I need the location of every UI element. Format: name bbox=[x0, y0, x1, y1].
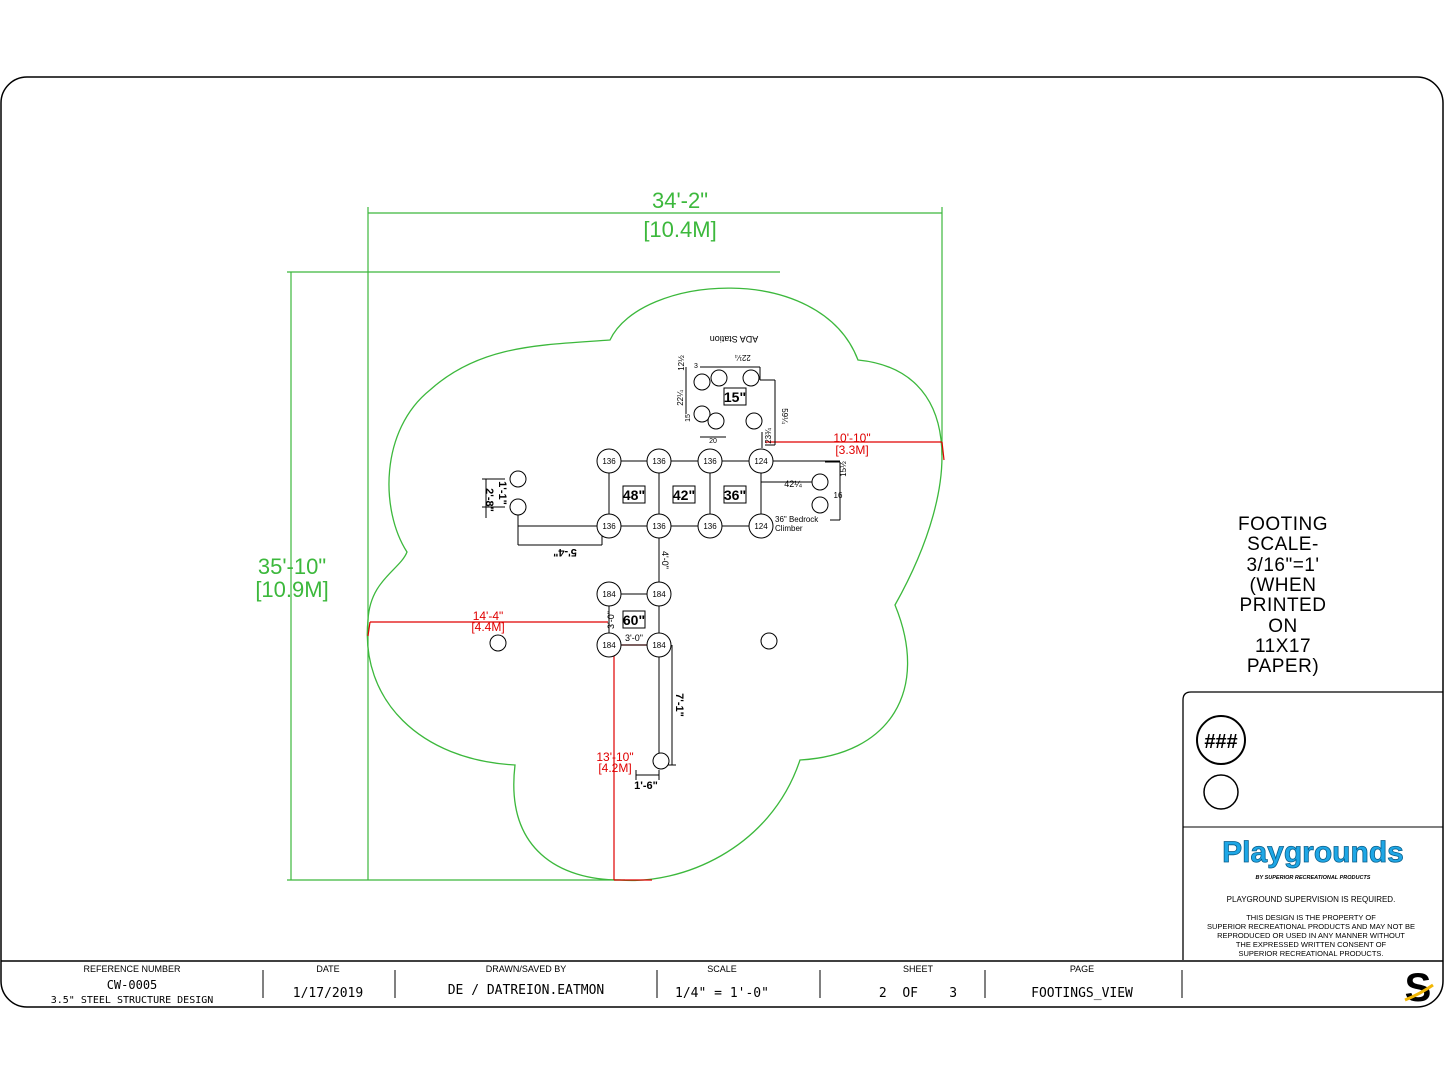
property-note: THIS DESIGN IS THE PROPERTY OF SUPERIOR … bbox=[1207, 913, 1415, 958]
scale-label: SCALE bbox=[707, 964, 737, 974]
drawn-label: DRAWN/SAVED BY bbox=[486, 964, 567, 974]
svg-text:5'-4": 5'-4" bbox=[553, 546, 577, 558]
svg-text:THIS DESIGN IS THE PROPERTY OF: THIS DESIGN IS THE PROPERTY OF bbox=[1246, 913, 1376, 922]
legend-symbol-circle bbox=[1196, 715, 1246, 765]
svg-text:SUPERIOR RECREATIONAL PRODUCTS: SUPERIOR RECREATIONAL PRODUCTS AND MAY N… bbox=[1207, 922, 1415, 931]
green-dimensions bbox=[287, 207, 943, 881]
ref-label: REFERENCE NUMBER bbox=[83, 964, 181, 974]
post-label: 184 bbox=[652, 590, 666, 599]
svg-text:FOOTING: FOOTING bbox=[1238, 514, 1328, 535]
legend-symbol-text: ### bbox=[1204, 731, 1237, 753]
logo-swoosh bbox=[1404, 983, 1434, 1002]
svg-text:4'-0": 4'-0" bbox=[660, 551, 670, 569]
svg-text:22¼: 22¼ bbox=[676, 390, 685, 406]
svg-text:THE EXPRESSED WRITTEN CONSENT: THE EXPRESSED WRITTEN CONSENT OF bbox=[1236, 940, 1387, 949]
svg-text:15: 15 bbox=[685, 414, 692, 422]
supervision-note: PLAYGROUND SUPERVISION IS REQUIRED. bbox=[1227, 895, 1396, 904]
plan-dimension-text: 2'-8" 1'-1" 5'-4" 4'-0" 3'-0" 3'-0" 7'-1… bbox=[483, 353, 848, 792]
post-label: 136 bbox=[652, 457, 666, 466]
svg-text:SUPERIOR RECREATIONAL PRODUCTS: SUPERIOR RECREATIONAL PRODUCTS. bbox=[1238, 949, 1383, 958]
ada-station-label: ADA Station bbox=[710, 334, 759, 344]
sheet-border bbox=[0, 76, 1444, 1008]
deck-height-label: 36" bbox=[724, 487, 746, 503]
svg-text:12½: 12½ bbox=[677, 355, 686, 371]
deck-labels: 48" 42" 36" 15" 60" bbox=[622, 387, 747, 629]
title-block-labels: REFERENCE NUMBER DATE DRAWN/SAVED BY SCA… bbox=[83, 964, 1094, 974]
red-left-ft: 14'-4" bbox=[473, 609, 504, 623]
svg-text:3/16"=1': 3/16"=1' bbox=[1246, 555, 1319, 576]
post-footing-labels: 136 136 136 124 136 136 136 124 184 184 … bbox=[602, 457, 768, 650]
info-panel-border bbox=[1182, 691, 1443, 960]
red-dimensions bbox=[367, 441, 945, 881]
sheet-value: 2 OF 3 bbox=[879, 986, 957, 1001]
svg-text:22¼: 22¼ bbox=[735, 353, 751, 362]
height-dim-ft: 35'-10" bbox=[258, 554, 326, 579]
legend-footing-circle bbox=[1203, 774, 1239, 810]
svg-text:3: 3 bbox=[694, 363, 698, 370]
brand-tagline: BY SUPERIOR RECREATIONAL PRODUCTS bbox=[1256, 875, 1371, 881]
svg-text:PAPER): PAPER) bbox=[1247, 656, 1319, 677]
svg-text:23¾: 23¾ bbox=[764, 428, 773, 444]
post-label: 136 bbox=[652, 522, 666, 531]
scale-value: 1/4" = 1'-0" bbox=[675, 986, 769, 1001]
svg-text:59¼: 59¼ bbox=[780, 408, 789, 424]
post-footings bbox=[596, 448, 774, 658]
ref-value: CW-0005 bbox=[107, 978, 158, 992]
post-label: 136 bbox=[703, 522, 717, 531]
brand-name: Playgrounds bbox=[1222, 836, 1404, 869]
scale-note: FOOTING SCALE- 3/16"=1' (WHEN PRINTED ON… bbox=[1238, 514, 1328, 677]
svg-text:SCALE-: SCALE- bbox=[1247, 534, 1319, 555]
drawn-value: DE / DATREION.EATMON bbox=[448, 983, 605, 998]
date-label: DATE bbox=[316, 964, 339, 974]
post-label: 136 bbox=[602, 522, 616, 531]
red-right-ft: 10'-10" bbox=[833, 431, 870, 445]
date-value: 1/17/2019 bbox=[293, 986, 363, 1001]
svg-text:16: 16 bbox=[834, 491, 843, 500]
sheet-label: SHEET bbox=[903, 964, 934, 974]
svg-text:3'-0": 3'-0" bbox=[606, 611, 616, 629]
svg-text:1'-6": 1'-6" bbox=[634, 780, 658, 792]
svg-text:1'-1": 1'-1" bbox=[496, 481, 508, 505]
post-label: 124 bbox=[754, 522, 768, 531]
red-bottom-m: [4.2M] bbox=[598, 761, 631, 775]
red-bottom-ft: 13'-10" bbox=[596, 750, 633, 764]
height-dim-m: [10.9M] bbox=[255, 577, 328, 602]
post-label: 184 bbox=[602, 590, 616, 599]
svg-text:ON: ON bbox=[1268, 616, 1298, 637]
climber-label-2: Climber bbox=[775, 524, 803, 533]
width-dim-m: [10.4M] bbox=[643, 217, 716, 242]
page-value: FOOTINGS_VIEW bbox=[1031, 986, 1133, 1001]
svg-text:15½: 15½ bbox=[839, 461, 848, 477]
deck-height-label: 42" bbox=[673, 487, 695, 503]
red-right-m: [3.3M] bbox=[835, 443, 868, 457]
svg-text:(WHEN: (WHEN bbox=[1250, 575, 1317, 596]
svg-text:REPRODUCED OR USED IN ANY MANN: REPRODUCED OR USED IN ANY MANNER WITHOUT bbox=[1217, 931, 1405, 940]
page-label: PAGE bbox=[1070, 964, 1094, 974]
title-block-values: CW-0005 3.5" STEEL STRUCTURE DESIGN 1/17… bbox=[51, 978, 1133, 1006]
deck-height-label: 15" bbox=[724, 389, 746, 405]
red-left-m: [4.4M] bbox=[471, 620, 504, 634]
svg-text:11X17: 11X17 bbox=[1255, 636, 1311, 657]
title-block-dividers bbox=[262, 970, 1183, 998]
post-label: 136 bbox=[602, 457, 616, 466]
svg-text:PRINTED: PRINTED bbox=[1240, 595, 1327, 616]
ref-desc: 3.5" STEEL STRUCTURE DESIGN bbox=[51, 995, 214, 1006]
climber-label-1: 36" Bedrock bbox=[775, 515, 819, 524]
structure-frame bbox=[482, 366, 841, 780]
small-footings bbox=[489, 369, 829, 770]
svg-text:2'-8": 2'-8" bbox=[483, 488, 495, 512]
company-logo: S bbox=[1404, 966, 1434, 1010]
svg-text:3'-0": 3'-0" bbox=[625, 633, 643, 643]
deck-height-label: 48" bbox=[623, 487, 645, 503]
deck-height-label: 60" bbox=[623, 612, 645, 628]
post-label: 184 bbox=[652, 641, 666, 650]
svg-text:7'-1": 7'-1" bbox=[673, 693, 685, 717]
svg-text:20: 20 bbox=[709, 438, 717, 445]
post-label: 136 bbox=[703, 457, 717, 466]
post-label: 184 bbox=[602, 641, 616, 650]
post-label: 124 bbox=[754, 457, 768, 466]
width-dim-ft: 34'-2" bbox=[652, 188, 708, 213]
svg-text:42¼: 42¼ bbox=[784, 479, 802, 489]
